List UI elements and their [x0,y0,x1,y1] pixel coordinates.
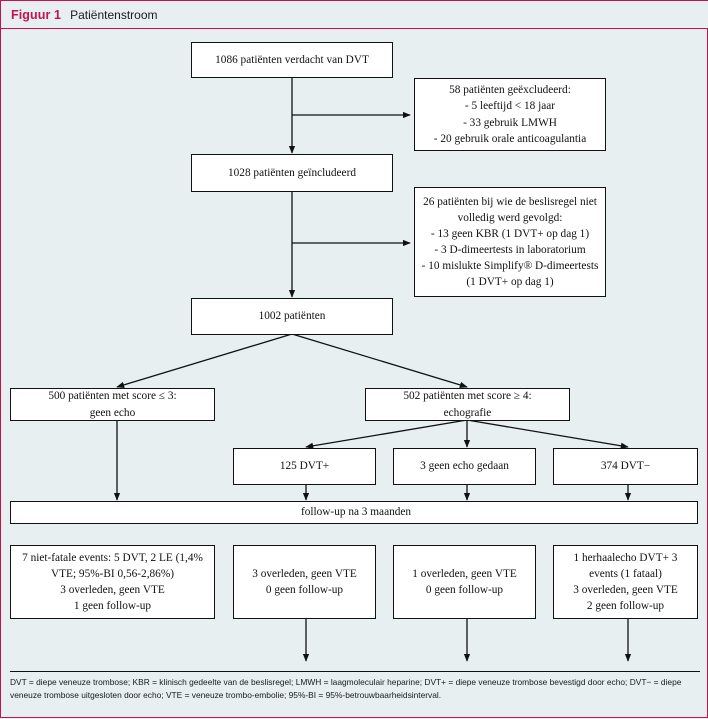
node-dvt-positive: 125 DVT+ [233,448,376,485]
figure-title: Patiëntenstroom [70,7,158,22]
node-no-echo-performed: 3 geen echo gedaan [393,448,536,485]
node-included-patients: 1028 patiënten geïncludeerd [191,154,393,192]
node-outcome-dvt-positive: 3 overleden, geen VTE 0 geen follow-up [233,545,376,619]
figure-footnote: DVT = diepe veneuze trombose; KBR = klin… [10,671,700,702]
node-high-score-echography: 502 patiënten met score ≥ 4: echografie [365,388,570,421]
node-protocol-violation: 26 patiënten bij wie de beslisregel niet… [414,187,606,297]
node-dvt-negative: 374 DVT− [553,448,698,485]
node-low-score-no-echo: 500 patiënten met score ≤ 3: geen echo [10,388,215,421]
node-outcome-no-echo: 1 overleden, geen VTE 0 geen follow-up [393,545,536,619]
figure-header: Figuur 1 Patiëntenstroom [1,1,708,29]
figure-number: Figuur 1 [11,7,62,22]
node-analysed-patients: 1002 patiënten [191,298,393,335]
node-followup-bar: follow-up na 3 maanden [10,501,698,524]
node-suspected-patients: 1086 patiënten verdacht van DVT [191,42,393,78]
node-excluded-patients: 58 patiënten geëxcludeerd: - 5 leeftijd … [414,78,606,151]
node-outcome-dvt-negative: 1 herhaalecho DVT+ 3 events (1 fataal) 3… [553,545,698,619]
node-outcome-low-score: 7 niet-fatale events: 5 DVT, 2 LE (1,4% … [10,545,215,619]
